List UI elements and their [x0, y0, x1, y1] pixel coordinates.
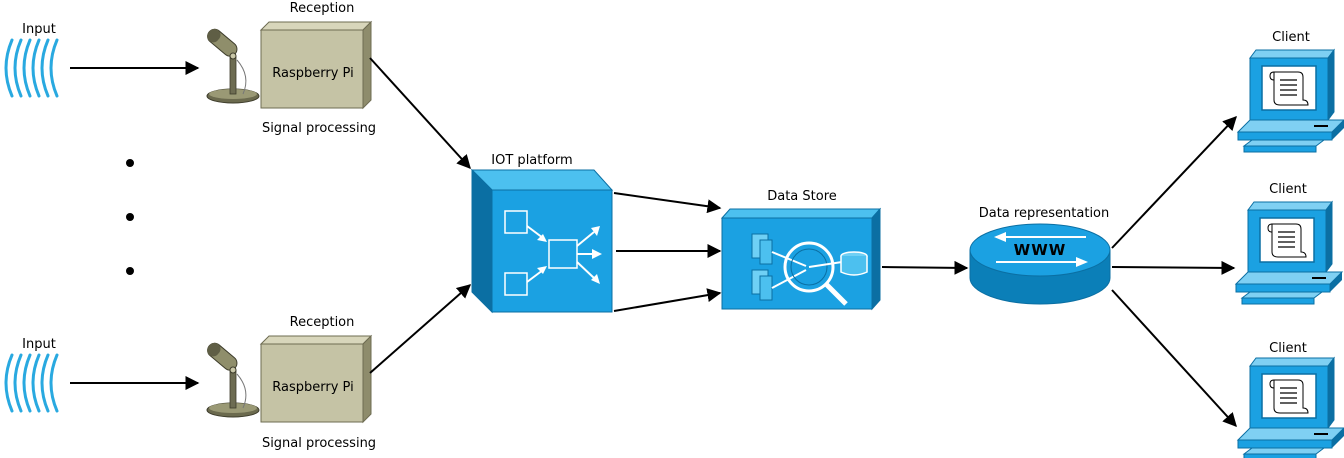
input-2: Input — [4, 337, 59, 413]
client-computer-icon — [1237, 49, 1344, 153]
www-router-icon: WWW — [969, 223, 1111, 305]
edge-web-client2 — [1111, 260, 1236, 275]
client-computer-icon — [1235, 201, 1343, 305]
edge-store-web — [881, 260, 969, 275]
microphone-icon — [204, 339, 260, 418]
iot-platform-label: IOT platform — [491, 153, 572, 168]
edge-iot-store-3 — [613, 288, 722, 312]
client-2: Client — [1235, 182, 1343, 305]
raspberry-pi-box-icon — [260, 21, 372, 109]
receiver-2-device: Raspberry Pi — [272, 380, 353, 395]
data-representation: Data representation WWW — [969, 206, 1111, 305]
receiver-1-device: Raspberry Pi — [272, 66, 353, 81]
receiver-1-caption: Signal processing — [262, 121, 376, 136]
client-2-label: Client — [1269, 182, 1307, 197]
edge-receiver1-iot — [369, 57, 471, 170]
data-representation-label: Data representation — [979, 206, 1110, 221]
www-badge: WWW — [1014, 241, 1067, 259]
client-1: Client — [1237, 30, 1344, 153]
iot-cube-icon — [470, 168, 614, 314]
edge-web-client3 — [1111, 289, 1237, 428]
signal-waves-icon — [4, 353, 59, 413]
input-2-label: Input — [22, 337, 56, 352]
edge-receiver2-iot — [369, 284, 472, 374]
receiver-1: Reception Raspberry Pi Signal processing — [204, 1, 376, 136]
raspberry-pi-box-icon — [260, 335, 372, 423]
data-store: Data Store — [720, 189, 882, 311]
client-computer-icon — [1237, 357, 1344, 458]
iot-platform: IOT platform — [470, 153, 614, 314]
receiver-2-title: Reception — [290, 315, 355, 330]
client-3: Client — [1237, 341, 1344, 458]
client-1-label: Client — [1272, 30, 1310, 45]
input-1-label: Input — [22, 22, 56, 37]
client-3-label: Client — [1269, 341, 1307, 356]
microphone-icon — [204, 25, 260, 104]
edge-web-client1 — [1111, 115, 1237, 249]
signal-waves-icon — [4, 38, 59, 98]
connections — [70, 57, 1237, 428]
data-store-label: Data Store — [767, 189, 837, 204]
data-store-icon — [720, 207, 882, 311]
input-1: Input — [4, 22, 59, 98]
edge-iot-store-1 — [613, 192, 722, 214]
more-inputs-ellipsis — [126, 159, 134, 275]
receiver-1-title: Reception — [290, 1, 355, 16]
receiver-2-caption: Signal processing — [262, 436, 376, 451]
receiver-2: Reception Raspberry Pi Signal processing — [204, 315, 376, 451]
